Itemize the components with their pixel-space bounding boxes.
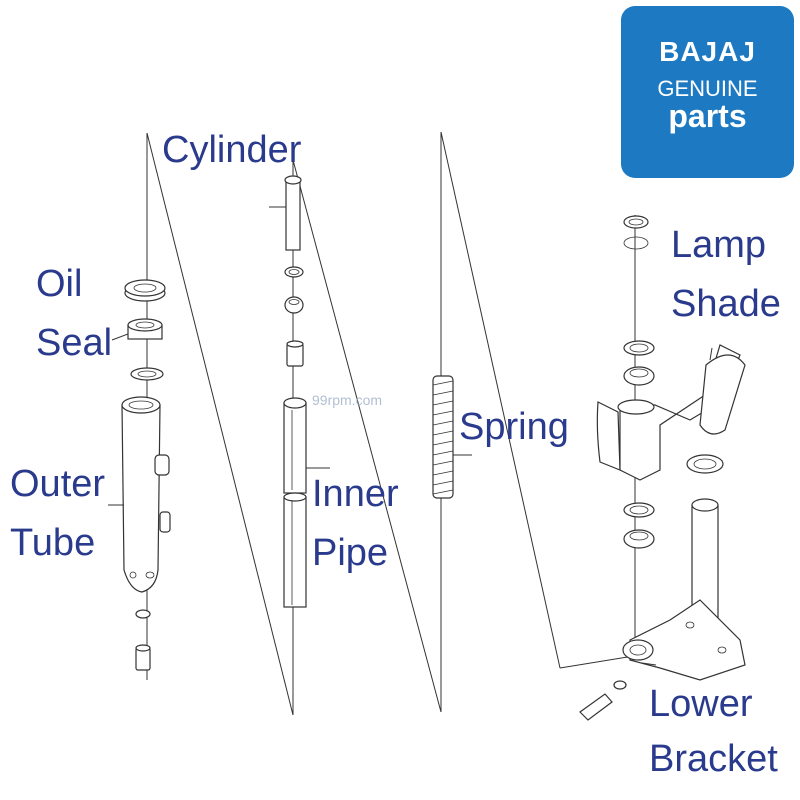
logo-parts-text: parts [668, 98, 747, 134]
label-oil: Oil [36, 263, 83, 305]
inner-pipe-parts [269, 175, 330, 608]
axis-lines [146, 131, 641, 716]
label-lamp: Lamp [671, 224, 767, 266]
logo-genuine-text: GENUINE [657, 76, 758, 101]
watermark: 99rpm.com [312, 392, 383, 408]
lamp-shade-bracket-parts [579, 215, 746, 721]
label-tube: Tube [10, 522, 96, 564]
label-seal: Seal [36, 322, 113, 364]
outer-tube-part [108, 396, 171, 671]
spring-part [432, 375, 472, 499]
label-lower: Lower [649, 683, 753, 725]
label-shade: Shade [671, 283, 781, 325]
label-bracket: Bracket [649, 738, 778, 780]
bajaj-genuine-parts-logo: BAJAJ GENUINE parts [621, 6, 794, 178]
oil-seal-parts [111, 279, 166, 381]
label-outer: Outer [10, 463, 106, 505]
logo-brand-text: BAJAJ [659, 36, 756, 67]
label-inner: Inner [312, 473, 399, 515]
label-cylinder: Cylinder [162, 129, 302, 171]
label-spring: Spring [459, 406, 569, 448]
label-pipe: Pipe [312, 532, 389, 574]
